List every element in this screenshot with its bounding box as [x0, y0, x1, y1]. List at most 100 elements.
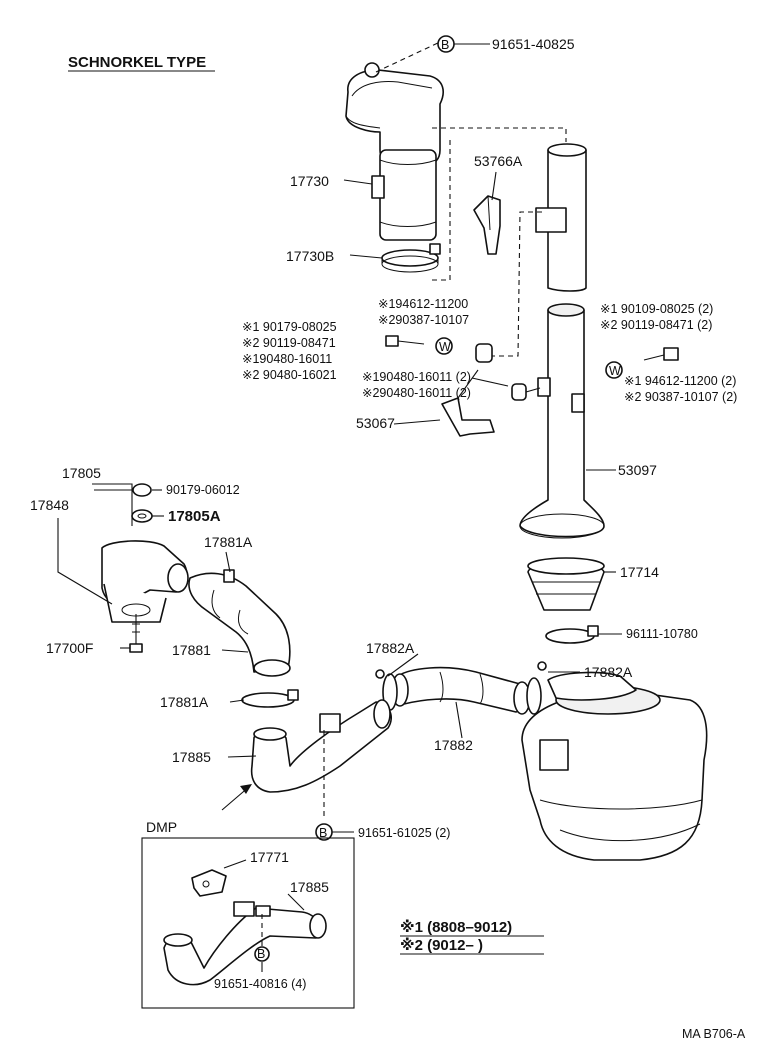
washer-right[interactable]: W — [605, 361, 623, 379]
label-90387-10107-2: ※2 90387-10107 (2) — [624, 390, 737, 404]
leader-17805-bracket — [92, 483, 133, 526]
label-17881A-top: 17881A — [204, 534, 253, 550]
air-cleaner-body[interactable] — [521, 671, 708, 861]
label-94612-11200-2: ※1 94612-11200 (2) — [624, 374, 736, 388]
lower-pipe-tab-left — [537, 377, 551, 397]
upper-pipe-top[interactable] — [535, 143, 587, 292]
label-17881A-bottom: 17881A — [160, 694, 209, 710]
resonator-17805[interactable] — [101, 540, 189, 623]
label-90480-16021: ※2 90480-16021 — [242, 368, 337, 382]
label-53097: 53097 — [618, 462, 657, 478]
label-90119-08471: ※2 90119-08471 — [242, 336, 336, 350]
marker-b-top: B — [437, 35, 455, 53]
washer-left[interactable]: W — [435, 337, 453, 355]
svg-text:B: B — [319, 826, 327, 840]
label-90179-08025: ※1 90179-08025 — [242, 320, 337, 334]
boot-17714[interactable] — [527, 557, 605, 611]
label-90119-08471-2: ※2 90119-08471 (2) — [600, 318, 712, 332]
bracket-53766A[interactable] — [473, 195, 501, 255]
label-90480-16011-2a: ※190480-16011 (2) — [362, 370, 471, 384]
dmp-label-91651-40816: 91651-40816 (4) — [214, 977, 306, 991]
label-290387-10107: ※290387-10107 — [378, 313, 469, 327]
clamp-screw — [429, 243, 441, 255]
snorkel-tab — [371, 175, 385, 199]
dmp-label-17771: 17771 — [250, 849, 289, 865]
hose-17881-end — [253, 659, 291, 677]
legend-line-1: ※1 (8808–9012) — [400, 918, 512, 936]
dmp-inset: DMP 17771 17885 B 91651-40816 (4) — [141, 819, 355, 1009]
label-17881: 17881 — [172, 642, 211, 658]
air-cleaner-inlet — [547, 671, 637, 701]
diagram-title: SCHNORKEL TYPE — [68, 54, 215, 72]
label-17885: 17885 — [172, 749, 211, 765]
label-90480-16011: ※190480-16011 — [242, 352, 332, 366]
clamp-17730B[interactable] — [381, 243, 441, 273]
clamp-17882A-right[interactable] — [526, 661, 547, 715]
resonator-outlet — [167, 563, 189, 593]
bolt-left[interactable] — [385, 335, 425, 347]
leaders — [94, 43, 622, 833]
label-90109-08025-2: ※1 90109-08025 (2) — [600, 302, 713, 316]
svg-text:B: B — [257, 947, 265, 961]
label-17882: 17882 — [434, 737, 473, 753]
pipe-bracket-upper — [535, 207, 567, 233]
label-17848: 17848 — [30, 497, 69, 513]
dmp-frame — [141, 837, 355, 1009]
clamp-17881A-bottom[interactable] — [241, 689, 299, 708]
washer-17805A[interactable] — [131, 509, 153, 523]
label-91651-40825: 91651-40825 — [492, 36, 575, 52]
label-17805: 17805 — [62, 465, 101, 481]
bracket-53067[interactable] — [441, 369, 495, 437]
dmp-duct-17885[interactable] — [163, 901, 327, 986]
label-90179-06012: 90179-06012 — [166, 483, 240, 497]
leader-dash-right — [432, 127, 567, 142]
label-91651-61025: 91651-61025 (2) — [358, 826, 450, 840]
svg-text:W: W — [439, 340, 451, 354]
svg-text:B: B — [441, 38, 449, 52]
duct-17885[interactable] — [250, 699, 392, 793]
lower-pipe-tab-right — [571, 393, 585, 413]
label-194612-11200: ※194612-11200 — [378, 297, 468, 311]
part-labels: 91651-40825 17730 17730B 53766A ※194612-… — [30, 36, 737, 840]
legend: ※1 (8808–9012) ※2 (9012– ) — [400, 918, 544, 955]
label-53766A: 53766A — [474, 153, 523, 169]
dmp-marker-b: B — [254, 946, 270, 962]
marker-b-duct: B — [315, 823, 333, 841]
air-cleaner-tab — [539, 739, 569, 771]
label-17882A-left: 17882A — [366, 640, 415, 656]
leader-17848 — [57, 518, 113, 605]
label-17805A: 17805A — [168, 508, 221, 525]
bolt-right[interactable] — [643, 347, 679, 361]
label-17730B: 17730B — [286, 248, 334, 264]
label-17882A-right: 17882A — [584, 664, 633, 680]
label-90480-16011-2b: ※290480-16011 (2) — [362, 386, 471, 400]
hose-17882[interactable] — [391, 666, 531, 715]
dmp-label-17885: 17885 — [290, 879, 329, 895]
title-text: SCHNORKEL TYPE — [68, 54, 206, 71]
label-17714: 17714 — [620, 564, 659, 580]
label-53067: 53067 — [356, 415, 395, 431]
grommets[interactable] — [475, 343, 541, 401]
label-17730: 17730 — [290, 173, 329, 189]
dmp-title: DMP — [146, 819, 177, 835]
leader-dash-top — [375, 41, 449, 73]
leader-dash-bracket — [492, 211, 542, 357]
leader-dash-clamp — [430, 140, 451, 281]
airflow-arrow — [221, 784, 252, 811]
hose-17881-clamp — [223, 569, 235, 583]
label-96111-10780: 96111-10780 — [626, 627, 698, 641]
duct-17885-tab — [319, 713, 341, 733]
nut-90179-06012[interactable] — [132, 483, 152, 497]
dmp-bracket-17771[interactable] — [191, 869, 227, 897]
duct-17885-mouth — [253, 727, 287, 741]
hose-17881[interactable] — [188, 569, 291, 677]
svg-text:W: W — [609, 364, 621, 378]
snorkel-bolt-boss — [364, 62, 380, 78]
clamp-96111-10780[interactable] — [545, 625, 599, 644]
diagram-code: MA B706-A — [682, 1027, 746, 1041]
lower-pipe-53097[interactable] — [519, 303, 605, 539]
legend-line-2: ※2 (9012– ) — [400, 936, 483, 954]
snorkel-head-17730[interactable] — [345, 62, 444, 241]
label-17700F: 17700F — [46, 640, 93, 656]
